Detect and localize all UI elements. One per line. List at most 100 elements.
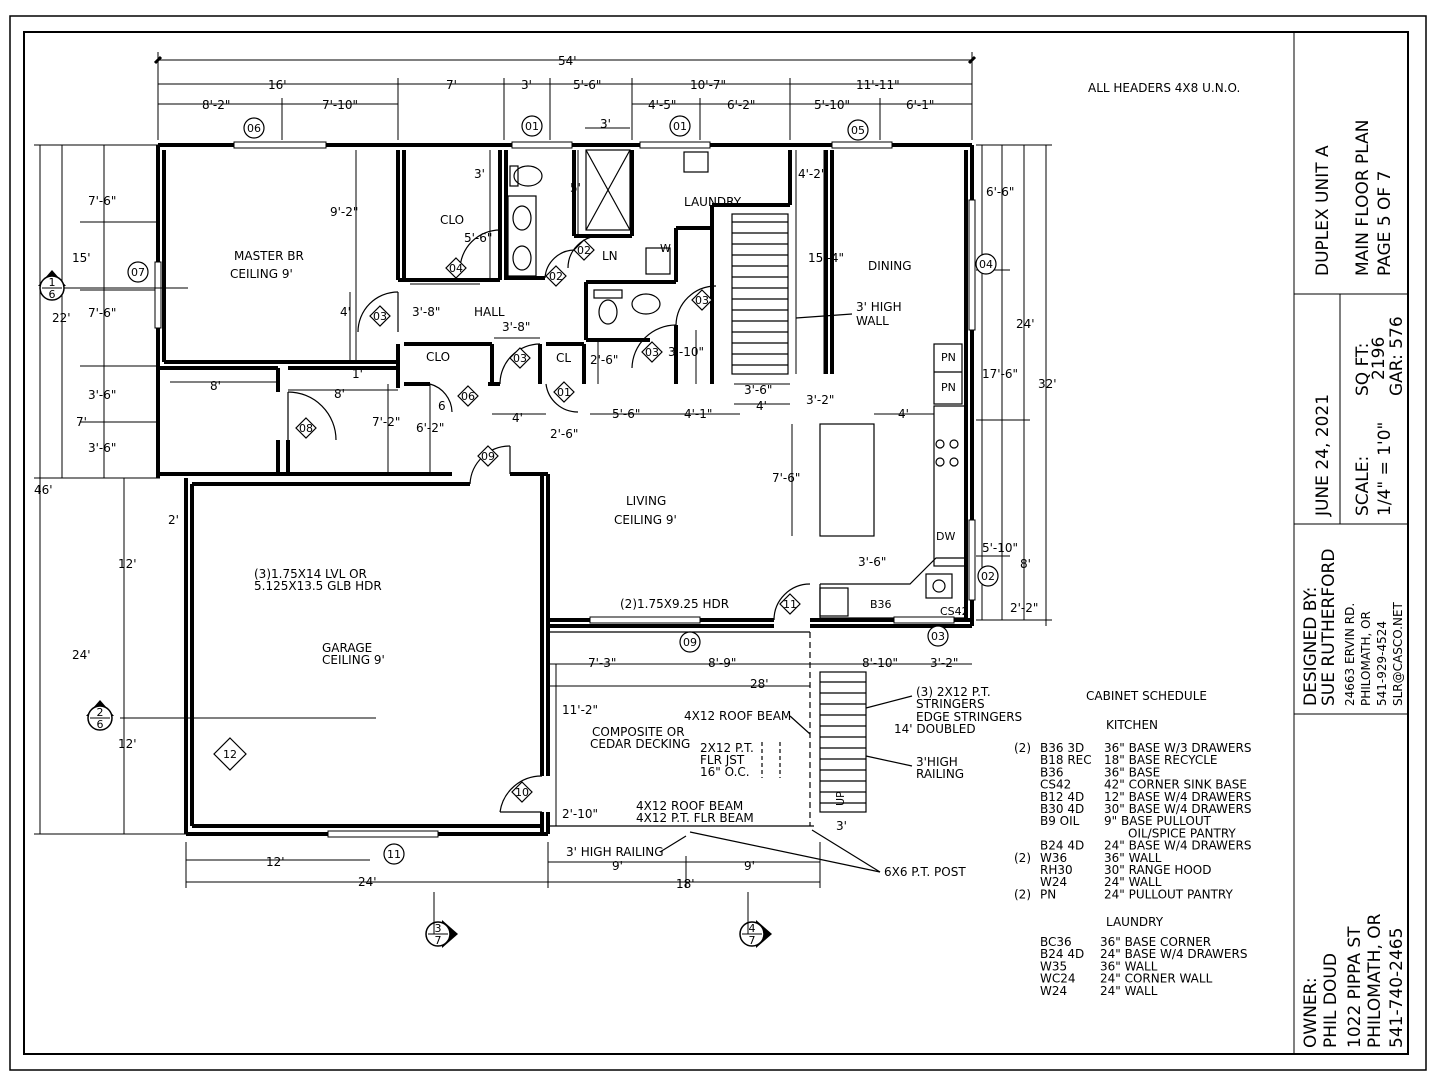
svg-text:OWNER:: OWNER:: [1301, 977, 1321, 1048]
dim-12-a: 12': [118, 557, 137, 571]
dim-16: 16': [268, 78, 287, 92]
svg-text:DESIGNED BY:: DESIGNED BY:: [1301, 587, 1321, 706]
svg-text:03: 03: [695, 294, 709, 307]
svg-text:OIL/SPICE PANTRY: OIL/SPICE PANTRY: [1128, 826, 1236, 840]
dim-3-6-a: 3'-6": [88, 388, 116, 402]
svg-text:PHIL DOUD: PHIL DOUD: [1321, 953, 1341, 1048]
dim-12-c: 12': [266, 855, 285, 869]
dim-4-2: 4'-2": [798, 167, 826, 181]
svg-text:02: 02: [577, 244, 591, 257]
svg-text:24" BASE W/4 DRAWERS: 24" BASE W/4 DRAWERS: [1104, 839, 1251, 853]
window-tag-w07: 07: [127, 261, 149, 283]
svg-text:03: 03: [513, 352, 527, 365]
hdr-note: (2)1.75X9.25 HDR: [620, 597, 729, 611]
dim-3b: 3': [600, 117, 611, 131]
dim-3-2-a: 3'-2": [806, 393, 834, 407]
svg-text:JUNE 24, 2021: JUNE 24, 2021: [1313, 394, 1333, 517]
laundry-title: LAUNDRY: [1106, 915, 1164, 929]
fixtures: [507, 149, 959, 617]
door-tag-dr03d: 03: [509, 347, 531, 369]
svg-text:4: 4: [749, 922, 756, 935]
svg-text:B36: B36: [1040, 765, 1064, 779]
beam-note-1: 4X12 ROOF BEAM: [636, 799, 743, 813]
dim-3-6-d: 3'-6": [858, 555, 886, 569]
room-master: MASTER BR: [234, 249, 304, 263]
svg-text:B30 4D: B30 4D: [1040, 802, 1084, 816]
svg-text:42" CORNER SINK BASE: 42" CORNER SINK BASE: [1104, 778, 1247, 792]
dim-7-6-b: 7'-6": [88, 306, 116, 320]
dim-4-5: 4'-5": [648, 98, 676, 112]
svg-text:DUPLEX UNIT A: DUPLEX UNIT A: [1313, 145, 1333, 276]
svg-text:SUE RUTHERFORD: SUE RUTHERFORD: [1319, 549, 1339, 706]
dim-7-6-c: 7'-6": [772, 471, 800, 485]
stair-treads: [732, 221, 866, 804]
post-note: 6X6 P.T. POST: [884, 865, 966, 879]
dim-2-10: 2'-10": [562, 807, 598, 821]
room-clo-1: CLO: [440, 213, 464, 227]
svg-text:03: 03: [373, 310, 387, 323]
svg-text:PAGE 5 OF 7: PAGE 5 OF 7: [1375, 171, 1395, 276]
svg-text:04: 04: [449, 262, 463, 275]
cabinet-schedule-title: CABINET SCHEDULE: [1086, 689, 1207, 703]
svg-text:12" BASE W/4 DRAWERS: 12" BASE W/4 DRAWERS: [1104, 790, 1251, 804]
railing-note-2: RAILING: [916, 767, 964, 781]
dim-6-1: 6'-1": [906, 98, 934, 112]
svg-text:18" BASE RECYCLE: 18" BASE RECYCLE: [1104, 753, 1217, 767]
beam-note-2: 4X12 P.T. FLR BEAM: [636, 811, 754, 825]
title-garage: GAR: 576: [1387, 316, 1407, 396]
room-laundry: LAUNDRY: [684, 195, 742, 209]
svg-text:SQ FT:: SQ FT:: [1353, 343, 1373, 396]
top-dimensions: [153, 52, 977, 140]
dim-5-6-b: 5'-6": [464, 231, 492, 245]
dim-3-6-b: 3'-6": [88, 441, 116, 455]
svg-text:30" RANGE HOOD: 30" RANGE HOOD: [1104, 863, 1212, 877]
dim-6-2: 6'-2": [727, 98, 755, 112]
room-cl: CL: [556, 351, 571, 365]
walls: [156, 143, 974, 836]
dim-24-r: 24': [1016, 317, 1035, 331]
room-ln: LN: [602, 249, 618, 263]
dim-8-9: 8'-9": [708, 656, 736, 670]
dishwasher: DW: [936, 530, 955, 543]
svg-text:W35: W35: [1040, 959, 1067, 973]
dim-6: 6: [438, 399, 446, 413]
svg-text:12: 12: [223, 748, 237, 761]
door-tag-dr09: 09: [477, 445, 499, 467]
dim-7-6-a: 7'-6": [88, 194, 116, 208]
dim-24-b: 24': [358, 875, 377, 889]
svg-text:10: 10: [515, 786, 529, 799]
svg-text:9" BASE PULLOUT: 9" BASE PULLOUT: [1104, 814, 1212, 828]
svg-text:05: 05: [851, 124, 865, 137]
dim-7-3: 7'-3": [588, 656, 616, 670]
leader-line: [789, 715, 811, 735]
svg-text:B36 3D: B36 3D: [1040, 741, 1084, 755]
title-scale-value: 1/4" = 1'0": [1375, 422, 1395, 516]
svg-text:2196: 2196: [1369, 337, 1389, 380]
window-tag-w09: 09: [679, 631, 701, 653]
up-label: UP: [834, 791, 847, 806]
dim-4: 4': [340, 305, 351, 319]
dim-46: 46': [34, 483, 53, 497]
svg-text:7: 7: [749, 934, 756, 947]
joist-note-3: 16" O.C.: [700, 765, 750, 779]
lvl-note-2: 5.125X13.5 GLB HDR: [254, 579, 382, 593]
svg-text:06: 06: [247, 122, 261, 135]
section-marker-s2: 26: [86, 700, 114, 731]
stringer-note-3: EDGE STRINGERS: [916, 710, 1022, 724]
room-living-ceiling: CEILING 9': [614, 513, 677, 527]
stringer-note-4: 14' DOUBLED: [894, 722, 976, 736]
door-tag-dr02b: 02: [545, 265, 567, 287]
dim-15: 15': [72, 251, 91, 265]
svg-text:30" BASE W/4 DRAWERS: 30" BASE W/4 DRAWERS: [1104, 802, 1251, 816]
room-garage: GARAGE: [322, 641, 372, 655]
dim-9-a: 9': [612, 859, 623, 873]
